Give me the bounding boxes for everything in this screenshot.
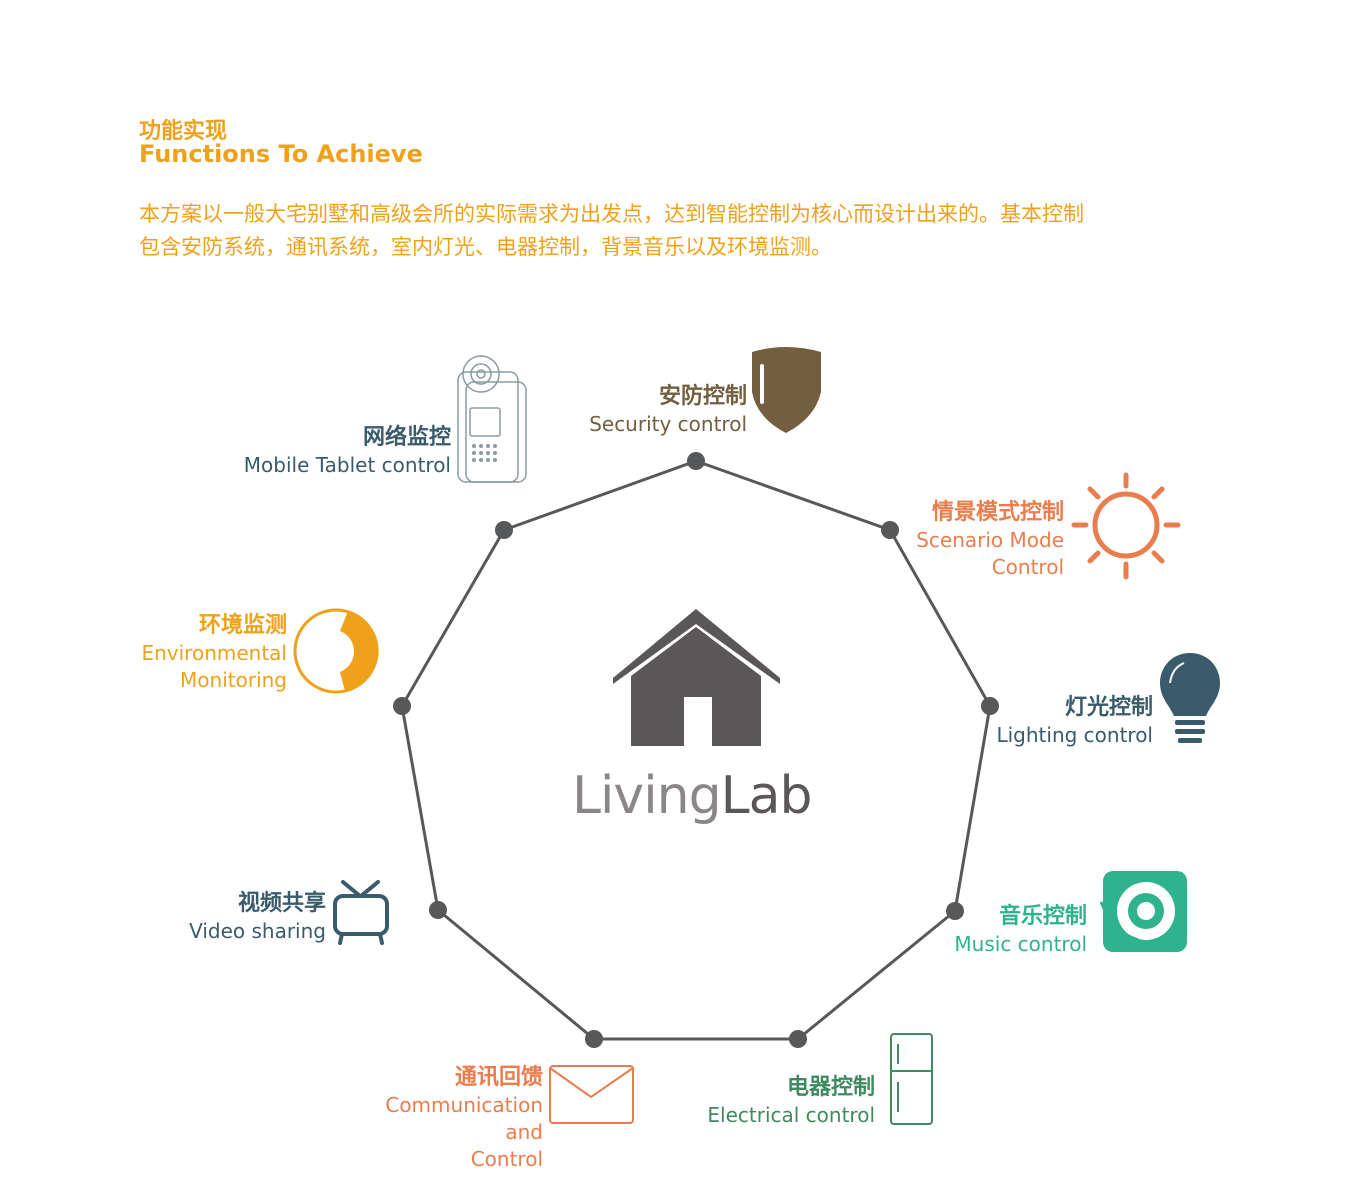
- video-cn: 视频共享: [237, 891, 326, 916]
- music-cn: 音乐控制: [998, 904, 1087, 929]
- scenario-en-1: Scenario Mode: [916, 528, 1064, 552]
- nonagon-outline: [400, 459, 992, 1041]
- vertex-communication: [585, 1030, 603, 1048]
- label-security: 安防控制 Security control: [589, 383, 747, 438]
- vertex-electrical: [789, 1030, 807, 1048]
- communication-cn: 通讯回馈: [454, 1065, 543, 1090]
- bulb-icon: [1160, 653, 1220, 743]
- turntable-icon: [1099, 871, 1187, 952]
- lighting-cn: 灯光控制: [1064, 695, 1153, 720]
- vertex-music: [946, 902, 964, 920]
- fridge-icon: [890, 1033, 933, 1125]
- livinglab-logo: LivingLab: [572, 766, 813, 826]
- video-en: Video sharing: [189, 919, 326, 943]
- security-cn: 安防控制: [658, 384, 747, 409]
- label-mobile: 网络监控 Mobile Tablet control: [244, 424, 451, 479]
- environment-cn: 环境监测: [198, 613, 287, 638]
- security-en: Security control: [589, 412, 747, 436]
- section-title-en: Functions To Achieve: [139, 140, 423, 168]
- environment-en-2: Monitoring: [180, 668, 287, 692]
- house-icon: [613, 609, 780, 746]
- label-communication: 通讯回馈 Communication and Control: [385, 1064, 543, 1173]
- electrical-en: Electrical control: [707, 1103, 875, 1127]
- intro-paragraph: 本方案以一般大宅别墅和高级会所的实际需求为出发点，达到智能控制为核心而设计出来的…: [139, 198, 1269, 264]
- electrical-cn: 电器控制: [786, 1075, 875, 1100]
- label-lighting: 灯光控制 Lighting control: [996, 694, 1153, 749]
- vertex-lighting: [981, 697, 999, 715]
- environment-en-1: Environmental: [141, 641, 287, 665]
- gauge-icon: [293, 608, 379, 694]
- intro-line-2: 包含安防系统，通讯系统，室内灯光、电器控制，背景音乐以及环境监测。: [139, 235, 832, 259]
- label-music: 音乐控制 Music control: [954, 903, 1087, 958]
- section-title-cn: 功能实现: [139, 119, 228, 144]
- shield-icon: [752, 347, 821, 433]
- label-video: 视频共享 Video sharing: [189, 890, 326, 945]
- envelope-icon: [549, 1065, 634, 1124]
- scenario-cn: 情景模式控制: [931, 500, 1064, 525]
- label-electrical: 电器控制 Electrical control: [707, 1074, 875, 1129]
- label-scenario: 情景模式控制 Scenario Mode Control: [916, 499, 1064, 581]
- vertex-security: [687, 452, 705, 470]
- sun-icon: [1071, 472, 1181, 580]
- communication-en-2: and: [505, 1120, 543, 1144]
- music-en: Music control: [954, 932, 1087, 956]
- label-environment: 环境监测 Environmental Monitoring: [141, 612, 287, 694]
- intro-line-1: 本方案以一般大宅别墅和高级会所的实际需求为出发点，达到智能控制为核心而设计出来的…: [139, 202, 1084, 226]
- vertex-environment: [393, 697, 411, 715]
- scenario-en-2: Control: [991, 555, 1064, 579]
- vertex-mobile: [495, 521, 513, 539]
- tv-icon: [333, 880, 389, 945]
- communication-en-3: Control: [470, 1147, 543, 1171]
- vertex-scenario: [881, 521, 899, 539]
- lighting-en: Lighting control: [996, 723, 1153, 747]
- logo-lab: Lab: [720, 766, 813, 826]
- vertex-video: [429, 901, 447, 919]
- tablet-camera-icon: [457, 355, 527, 483]
- mobile-en: Mobile Tablet control: [243, 453, 451, 477]
- nonagon-vertices: [393, 452, 999, 1048]
- communication-en-1: Communication: [385, 1093, 543, 1117]
- mobile-cn: 网络监控: [362, 425, 451, 450]
- logo-living: Living: [572, 766, 722, 826]
